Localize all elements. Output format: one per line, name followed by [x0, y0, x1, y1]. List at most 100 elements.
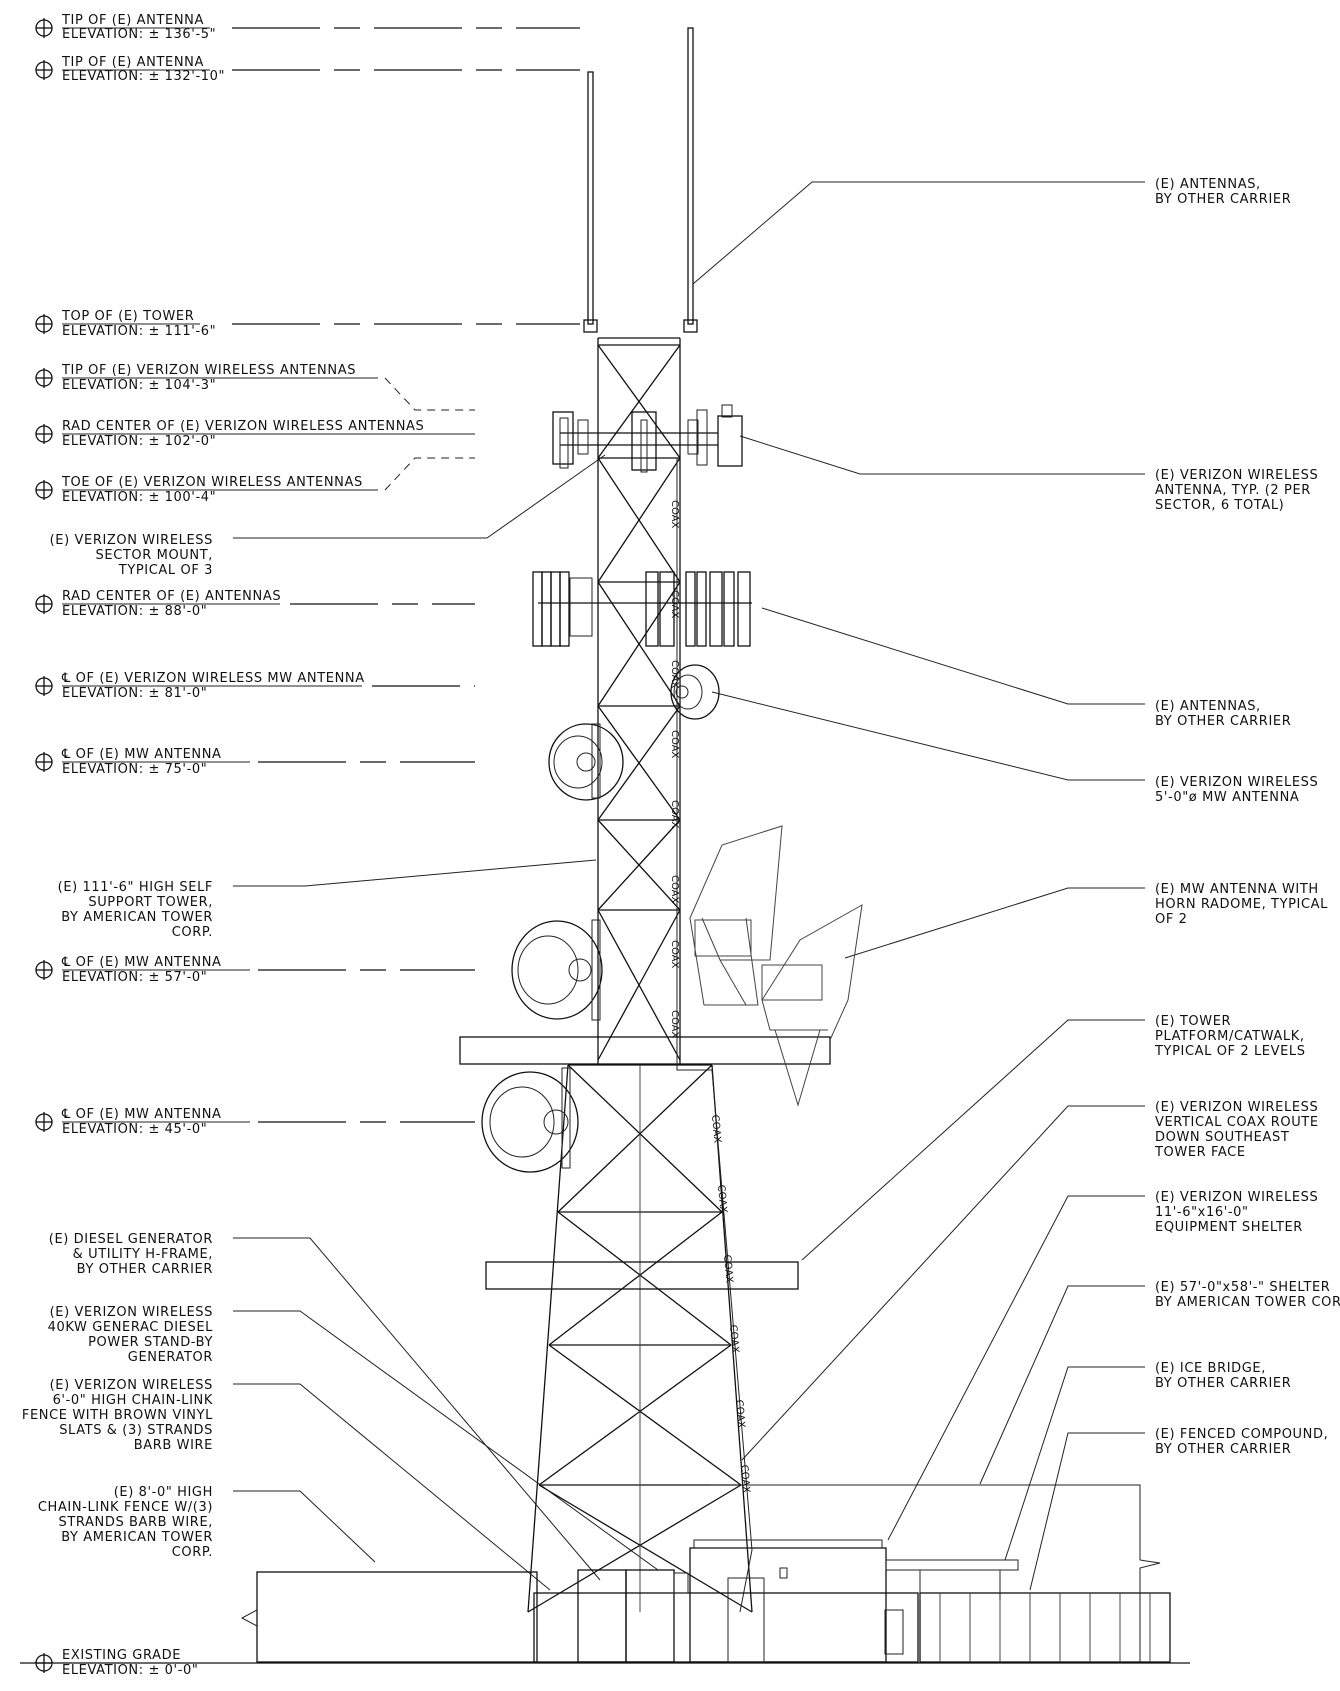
svg-text:TYPICAL OF 3: TYPICAL OF 3 — [118, 563, 213, 578]
svg-text:HORN RADOME, TYPICAL: HORN RADOME, TYPICAL — [1155, 897, 1328, 912]
diesel-generator — [577, 1569, 627, 1663]
whip-antenna-left — [583, 71, 598, 333]
coax-label: COAX — [669, 1010, 680, 1039]
svg-text:BY OTHER CARRIER: BY OTHER CARRIER — [1155, 714, 1291, 729]
svg-text:BY AMERICAN TOWER: BY AMERICAN TOWER — [61, 910, 213, 925]
tower-platform-lower — [485, 1261, 799, 1290]
note-equipment-shelter: (E) VERIZON WIRELESS 11'-6"x16'-0" EQUIP… — [887, 1190, 1318, 1541]
svg-text:ANTENNA, TYP. (2 PER: ANTENNA, TYP. (2 PER — [1155, 483, 1311, 498]
coax-label: COAX — [669, 500, 680, 529]
note-att-fence: (E) 8'-0" HIGH CHAIN-LINK FENCE W/(3) ST… — [38, 1485, 376, 1563]
tower-platform-upper — [459, 1036, 831, 1065]
elevation-marker-mw-45: ℄ OF (E) MW ANTENNA ELEVATION: ± 45'-0" — [35, 1107, 475, 1137]
note-sector-mount: (E) VERIZON WIRELESS SECTOR MOUNT, TYPIC… — [50, 454, 606, 578]
right-notes: (E) ANTENNAS, BY OTHER CARRIER (E) VERIZ… — [692, 177, 1340, 1591]
note-verizon-fence: (E) VERIZON WIRELESS 6'-0" HIGH CHAIN-LI… — [22, 1378, 551, 1591]
coax-label: COAX — [727, 1324, 740, 1353]
att-chain-link-fence-left — [256, 1571, 538, 1663]
note-antennas-other-carrier-mid: (E) ANTENNAS, BY OTHER CARRIER — [761, 607, 1291, 729]
elevation-title: RAD CENTER OF (E) ANTENNAS — [62, 589, 281, 604]
svg-text:DOWN SOUTHEAST: DOWN SOUTHEAST — [1155, 1130, 1289, 1145]
svg-text:POWER STAND-BY: POWER STAND-BY — [88, 1335, 213, 1350]
svg-text:(E) ANTENNAS,: (E) ANTENNAS, — [1155, 699, 1261, 714]
coax-label: COAX — [738, 1464, 751, 1493]
svg-text:CORP.: CORP. — [172, 1545, 213, 1560]
svg-text:SUPPORT TOWER,: SUPPORT TOWER, — [88, 895, 213, 910]
coax-label: COAX — [733, 1399, 746, 1428]
left-notes: (E) VERIZON WIRELESS SECTOR MOUNT, TYPIC… — [22, 454, 659, 1591]
svg-text:SECTOR MOUNT,: SECTOR MOUNT, — [96, 548, 213, 563]
svg-text:BY AMERICAN TOWER: BY AMERICAN TOWER — [61, 1530, 213, 1545]
coax-label: COAX — [669, 940, 680, 969]
svg-text:(E) DIESEL GENERATOR: (E) DIESEL GENERATOR — [49, 1232, 213, 1247]
elevation-marker-verizon-mw: ℄ OF (E) VERIZON WIRELESS MW ANTENNA ELE… — [35, 671, 475, 701]
elevation-value: ELEVATION: ± 81'-0" — [62, 686, 207, 701]
elevation-value: ELEVATION: ± 111'-6" — [62, 324, 216, 339]
note-diesel-generator: (E) DIESEL GENERATOR & UTILITY H-FRAME, … — [49, 1232, 601, 1581]
svg-text:(E) FENCED COMPOUND,: (E) FENCED COMPOUND, — [1155, 1427, 1328, 1442]
elevation-value: ELEVATION: ± 102'-0" — [62, 434, 216, 449]
note-generac-generator: (E) VERIZON WIRELESS 40KW GENERAC DIESEL… — [48, 1305, 659, 1571]
svg-text:SECTOR, 6 TOTAL): SECTOR, 6 TOTAL) — [1155, 498, 1284, 513]
coax-label: COAX — [669, 730, 680, 759]
svg-text:CORP.: CORP. — [172, 925, 213, 940]
elevation-title: ℄ OF (E) MW ANTENNA — [61, 955, 222, 970]
horn-radome-antennas — [689, 825, 863, 1107]
svg-text:(E) VERIZON WIRELESS: (E) VERIZON WIRELESS — [1155, 775, 1318, 790]
svg-text:TYPICAL OF 2 LEVELS: TYPICAL OF 2 LEVELS — [1154, 1044, 1306, 1059]
svg-text:(E) VERIZON WIRELESS: (E) VERIZON WIRELESS — [1155, 1100, 1318, 1115]
svg-text:BY OTHER CARRIER: BY OTHER CARRIER — [1155, 192, 1291, 207]
elevation-value: ELEVATION: ± 88'-0" — [62, 604, 207, 619]
svg-text:5'-0"ø MW ANTENNA: 5'-0"ø MW ANTENNA — [1155, 790, 1299, 805]
shelter-door — [727, 1577, 765, 1663]
coax-label: COAX — [709, 1114, 722, 1143]
svg-text:BY OTHER CARRIER: BY OTHER CARRIER — [1155, 1376, 1291, 1391]
svg-text:VERTICAL COAX ROUTE: VERTICAL COAX ROUTE — [1155, 1115, 1319, 1130]
elevation-value: ELEVATION: ± 104'-3" — [62, 378, 216, 393]
elevation-title: ℄ OF (E) VERIZON WIRELESS MW ANTENNA — [61, 671, 365, 686]
note-self-support-tower: (E) 111'-6" HIGH SELF SUPPORT TOWER, BY … — [58, 859, 597, 940]
svg-text:SLATS & (3) STRANDS: SLATS & (3) STRANDS — [59, 1423, 213, 1438]
coax-label: COAX — [669, 660, 680, 689]
ice-bridge — [885, 1559, 1019, 1600]
other-carrier-panel-antennas — [532, 571, 752, 647]
svg-text:(E) VERIZON WIRELESS: (E) VERIZON WIRELESS — [50, 1378, 213, 1393]
elevation-marker-rad-center-other: RAD CENTER OF (E) ANTENNAS ELEVATION: ± … — [35, 589, 475, 619]
elevation-marker-mw-75: ℄ OF (E) MW ANTENNA ELEVATION: ± 75'-0" — [35, 747, 475, 777]
elevation-marker-top-of-tower: TOP OF (E) TOWER ELEVATION: ± 111'-6" — [35, 309, 580, 339]
svg-text:BY AMERICAN TOWER CORP.: BY AMERICAN TOWER CORP. — [1155, 1295, 1340, 1310]
note-fenced-compound: (E) FENCED COMPOUND, BY OTHER CARRIER — [1029, 1427, 1328, 1591]
svg-text:PLATFORM/CATWALK,: PLATFORM/CATWALK, — [1155, 1029, 1305, 1044]
verizon-mw-dish — [670, 664, 720, 720]
elevation-title: RAD CENTER OF (E) VERIZON WIRELESS ANTEN… — [62, 419, 424, 434]
svg-text:BARB WIRE: BARB WIRE — [134, 1438, 213, 1453]
svg-text:BY OTHER CARRIER: BY OTHER CARRIER — [77, 1262, 213, 1277]
elevation-title: TOE OF (E) VERIZON WIRELESS ANTENNAS — [61, 475, 363, 490]
generac-generator — [625, 1569, 675, 1663]
verizon-sector-antennas — [552, 404, 743, 473]
elevation-title: ℄ OF (E) MW ANTENNA — [61, 1107, 222, 1122]
elevation-value: ELEVATION: ± 75'-0" — [62, 762, 207, 777]
svg-text:(E) 111'-6" HIGH SELF: (E) 111'-6" HIGH SELF — [58, 880, 213, 895]
svg-text:(E) VERIZON WIRELESS: (E) VERIZON WIRELESS — [1155, 468, 1318, 483]
note-verizon-mw-antenna: (E) VERIZON WIRELESS 5'-0"ø MW ANTENNA — [711, 691, 1318, 805]
svg-text:CHAIN-LINK FENCE W/(3): CHAIN-LINK FENCE W/(3) — [38, 1500, 213, 1515]
coax-label: COAX — [721, 1254, 734, 1283]
att-shelter — [710, 1484, 1161, 1662]
svg-text:BY OTHER CARRIER: BY OTHER CARRIER — [1155, 1442, 1291, 1457]
verizon-chain-link-fence — [533, 1592, 919, 1663]
mw-dish-57 — [511, 919, 603, 1021]
svg-text:(E) VERIZON WIRELESS: (E) VERIZON WIRELESS — [50, 1305, 213, 1320]
svg-text:STRANDS BARB WIRE,: STRANDS BARB WIRE, — [59, 1515, 213, 1530]
svg-text:GENERATOR: GENERATOR — [128, 1350, 213, 1365]
mw-dish-75 — [548, 723, 624, 801]
other-carrier-fence — [919, 1592, 1171, 1663]
equipment-shelter — [689, 1539, 904, 1663]
elevation-marker-verizon-tip: TIP OF (E) VERIZON WIRELESS ANTENNAS ELE… — [35, 363, 475, 411]
elevation-title: TIP OF (E) ANTENNA — [61, 55, 204, 70]
svg-text:(E) ICE BRIDGE,: (E) ICE BRIDGE, — [1155, 1361, 1266, 1376]
coax-label: COAX — [669, 875, 680, 904]
note-verizon-antenna: (E) VERIZON WIRELESS ANTENNA, TYP. (2 PE… — [739, 435, 1318, 513]
elevation-marker-mw-57: ℄ OF (E) MW ANTENNA ELEVATION: ± 57'-0" — [35, 955, 475, 985]
